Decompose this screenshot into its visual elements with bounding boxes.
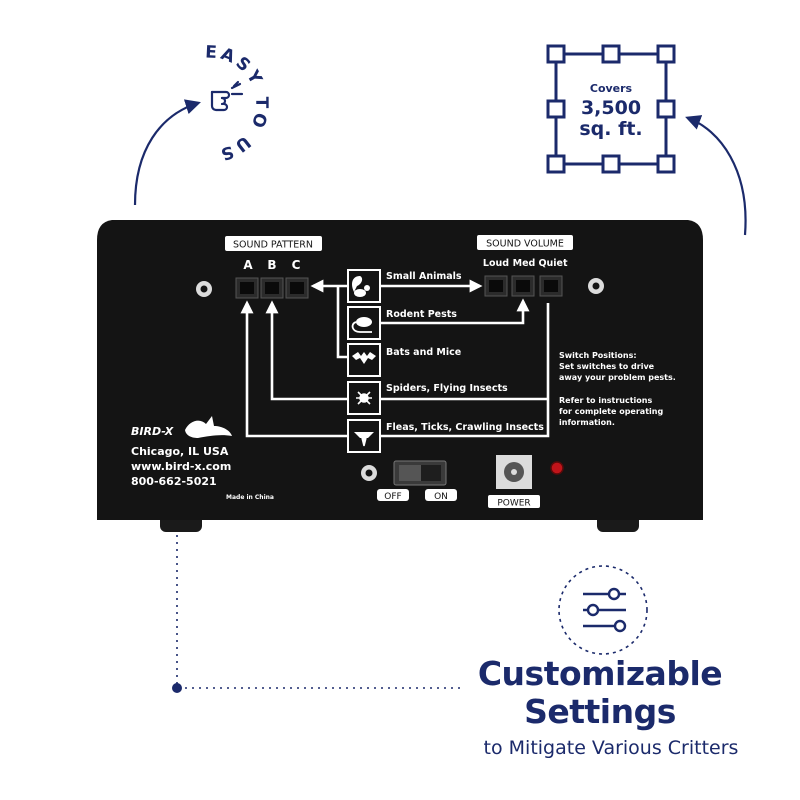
switch-positions-title: Switch Positions: (559, 351, 637, 360)
power-indicator-led (550, 461, 564, 475)
rat-icon (351, 317, 372, 333)
volume-switch-loud[interactable] (484, 275, 508, 297)
volume-label-med: Med (513, 258, 536, 269)
spider-icon (356, 391, 372, 405)
coverage-badge: Covers 3,500 sq. ft. (546, 44, 676, 174)
bat-icon (352, 352, 376, 364)
feature-subtitle: to Mitigate Various Critters (483, 737, 739, 759)
volume-switch-quiet[interactable] (539, 275, 563, 297)
switch-positions-line1: Set switches to drive (559, 362, 655, 371)
switch-positions-line2: away your problem pests. (559, 373, 676, 382)
made-in-label: Made in China (226, 494, 274, 501)
pest-label-small-animals: Small Animals (386, 271, 462, 282)
pest-icon-box (347, 269, 381, 303)
pest-label-spiders: Spiders, Flying Insects (386, 383, 508, 394)
squirrel-icon (352, 276, 370, 297)
tick-icon (354, 432, 374, 447)
pest-icon-box (347, 306, 381, 340)
volume-switch-med[interactable] (511, 275, 535, 297)
sound-pattern-label: SOUND PATTERN (233, 240, 313, 251)
on-label: ON (434, 492, 448, 502)
bird-logo-icon (185, 416, 232, 438)
volume-label-quiet: Quiet (538, 258, 568, 269)
refer-line2: for complete operating (559, 407, 663, 416)
screw (361, 465, 377, 481)
arrow-coverage (685, 115, 747, 236)
bird-x-logo: BIRD-X (131, 416, 232, 438)
feature-headline: Customizable Settings to Mitigate Variou… (420, 654, 780, 760)
sound-pattern-label-box (225, 236, 322, 251)
easy-to-use-badge: EASY TO USE (0, 0, 271, 165)
connector-lines (240, 279, 550, 438)
coverage-line2: 3,500 (581, 97, 641, 119)
power-label: POWER (497, 499, 530, 509)
pest-icon-box (347, 381, 381, 415)
feature-title-line2: Settings (524, 692, 676, 731)
svg-text:BIRD-X: BIRD-X (131, 425, 174, 438)
volume-label-loud: Loud (483, 258, 509, 269)
company-phone: 800-662-5021 (131, 475, 217, 488)
pest-label-fleas: Fleas, Ticks, Crawling Insects (386, 422, 544, 433)
coverage-line3: sq. ft. (579, 118, 642, 140)
power-jack[interactable] (496, 455, 532, 489)
ultrasonic-device: SOUND PATTERN A B C SOUND VOLUME Loud Me… (97, 220, 703, 532)
off-label-box (377, 489, 409, 501)
refer-line1: Refer to instructions (559, 396, 652, 405)
dotted-leader-line (176, 535, 460, 689)
company-city: Chicago, IL USA (131, 445, 229, 458)
arrow-easy-to-use (133, 99, 201, 206)
pattern-switch-a[interactable] (235, 277, 259, 299)
pattern-switch-b[interactable] (260, 277, 284, 299)
coverage-line1: Covers (590, 82, 633, 95)
sound-volume-label-box (477, 235, 573, 250)
sound-volume-label: SOUND VOLUME (486, 239, 564, 250)
pattern-label-a: A (243, 258, 253, 272)
sliders-icon (558, 565, 648, 655)
power-toggle-switch[interactable] (393, 460, 447, 486)
pest-label-rodent-pests: Rodent Pests (386, 309, 457, 320)
pointing-hand-icon (210, 80, 244, 112)
leader-dot (172, 683, 182, 693)
pest-icon-box (347, 343, 381, 377)
pattern-label-b: B (267, 258, 276, 272)
easy-to-use-text: EASY TO USE (0, 0, 268, 165)
on-label-box (425, 489, 457, 501)
refer-line3: information. (559, 418, 615, 427)
pattern-label-c: C (292, 258, 301, 272)
pattern-switch-c[interactable] (285, 277, 309, 299)
company-website: www.bird-x.com (131, 460, 231, 473)
pest-label-bats-mice: Bats and Mice (386, 347, 461, 358)
off-label: OFF (384, 492, 401, 502)
screw (196, 281, 212, 297)
svg-text:EASY TO USE: EASY TO USE (0, 0, 271, 165)
pest-icon-box (347, 419, 381, 453)
feature-title-line1: Customizable (477, 654, 723, 693)
screw (588, 278, 604, 294)
power-label-box (488, 495, 540, 508)
